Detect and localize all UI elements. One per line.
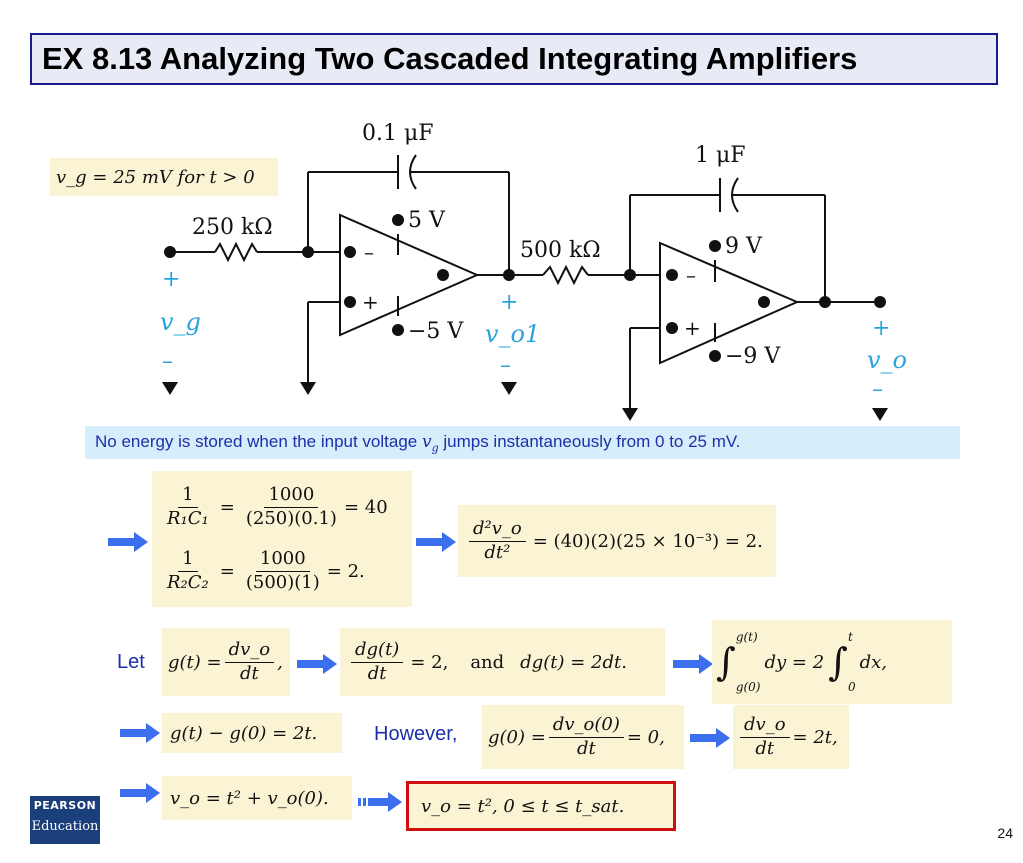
resistor2-label: 500 kΩ: [520, 238, 601, 263]
energy-note: No energy is stored when the input volta…: [85, 426, 960, 459]
vo-plus: +: [872, 316, 890, 341]
however-label: However,: [374, 723, 458, 745]
logo-top-text: PEARSON: [33, 799, 97, 812]
arrow-right-icon: [297, 654, 337, 674]
logo-bottom-text: Education: [31, 819, 99, 834]
vo-label: v_o: [867, 346, 907, 374]
arrow-right-icon: [120, 723, 160, 743]
arrow-right-icon: [673, 654, 713, 674]
energy-note-after: jumps instantaneously from 0 to 25 mV.: [438, 432, 741, 451]
slide-title-box: EX 8.13 Analyzing Two Cascaded Integrati…: [30, 33, 998, 85]
vg-plus: +: [162, 267, 180, 292]
input-spec-text: v_g = 25 mV for t > 0: [56, 167, 255, 188]
page-number: 24: [997, 825, 1013, 841]
integral-equation-box: ∫ g(t) g(0) dy = 2 ∫ t 0 dx,: [712, 620, 952, 704]
input-spec-box: v_g = 25 mV for t > 0: [50, 158, 278, 196]
opamp2-minus-sign: –: [686, 263, 696, 287]
vo1-minus: –: [500, 353, 511, 378]
energy-note-symbol: v: [421, 432, 432, 452]
dg-equation-box: dg(t)dt = 2, and dg(t) = 2dt.: [340, 628, 665, 696]
pearson-education-logo: PEARSON Education: [30, 796, 100, 844]
arrow-right-icon: [416, 532, 456, 552]
energy-note-subscript: g: [431, 441, 439, 455]
opamp1-minus-sign: –: [364, 240, 374, 264]
vo1-label: v_o1: [485, 320, 540, 348]
vg-minus: –: [162, 349, 173, 374]
opamp1-pos-supply: 5 V: [408, 208, 446, 233]
circuit-diagram: – + – + 0.1 μF 1 μF 250 kΩ 500 kΩ 5 V −5…: [160, 121, 907, 421]
vo-final-result-box: v_o = t², 0 ≤ t ≤ t_sat.: [406, 781, 676, 831]
opamp2-pos-supply: 9 V: [725, 234, 763, 259]
vo-general-box: v_o = t² + v_o(0).: [162, 776, 352, 820]
capacitor1-label: 0.1 μF: [362, 121, 434, 146]
resistor1-label: 250 kΩ: [192, 215, 273, 240]
opamp2-neg-supply: −9 V: [725, 344, 781, 369]
g0-equation-box: g(0) = dv_o(0)dt = 0,: [482, 705, 684, 769]
capacitor2-label: 1 μF: [695, 143, 746, 168]
dashed-arrow-right-icon: [358, 792, 402, 812]
arrow-right-icon: [690, 728, 730, 748]
vo-minus: –: [872, 377, 883, 402]
opamp2-plus-sign: +: [684, 316, 701, 340]
energy-note-before: No energy is stored when the input volta…: [95, 432, 422, 451]
vo1-plus: +: [500, 290, 518, 315]
vg-label: v_g: [160, 308, 201, 336]
g-difference-box: g(t) − g(0) = 2t.: [162, 713, 342, 753]
let-label: Let: [117, 651, 145, 673]
arrow-right-icon: [108, 532, 148, 552]
opamp1-plus-sign: +: [362, 290, 379, 314]
slide-title: EX 8.13 Analyzing Two Cascaded Integrati…: [42, 41, 858, 76]
arrow-right-icon: [120, 783, 160, 803]
opamp1-neg-supply: −5 V: [408, 319, 464, 344]
